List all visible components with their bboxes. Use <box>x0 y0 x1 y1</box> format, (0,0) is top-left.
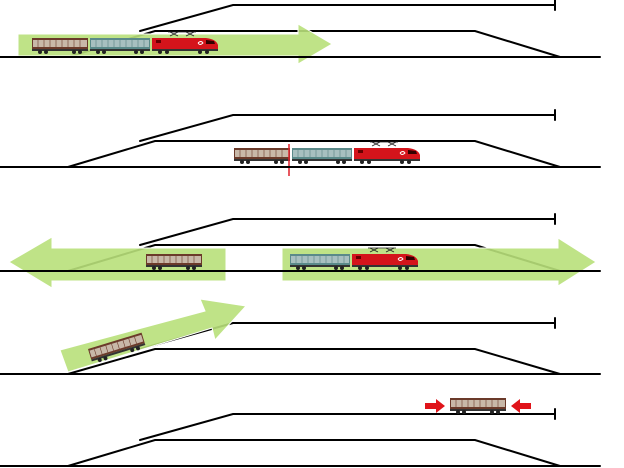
locomotive <box>353 141 421 165</box>
wagon-teal <box>291 147 353 165</box>
step-3-train-and-wagon-separating <box>0 213 601 289</box>
step-4-wagon-shunted-to-siding <box>0 298 601 375</box>
step-2-train-stopped-uncoupling <box>0 109 601 176</box>
wagon-brown <box>449 397 507 415</box>
wagon-brown <box>233 147 291 165</box>
push-arrow-right <box>425 399 445 413</box>
direction-arrow-right <box>281 237 597 287</box>
direction-arrow-up-right <box>59 298 247 373</box>
direction-arrow-left <box>8 236 227 289</box>
track-layout <box>0 408 601 467</box>
step-1-train-approaching <box>0 0 601 65</box>
step-5-wagon-stopped-at-buffer <box>0 397 601 467</box>
push-arrow-left <box>511 399 531 413</box>
